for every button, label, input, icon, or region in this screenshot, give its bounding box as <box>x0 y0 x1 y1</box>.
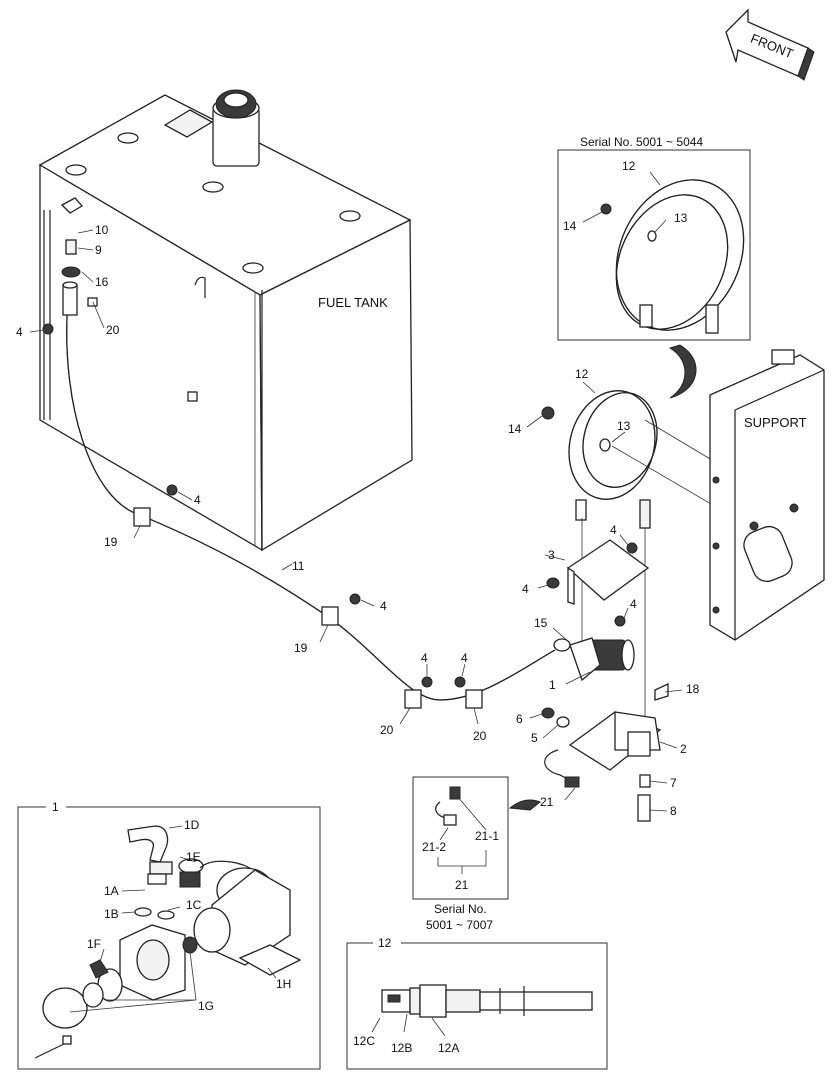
label-12B: 12B <box>391 1041 412 1055</box>
label-13b: 13 <box>617 419 631 433</box>
serial-top-inset: Serial No. 5001 ~ 5044 12 13 14 <box>557 135 751 399</box>
label-12A: 12A <box>438 1041 459 1055</box>
label-1C: 1C <box>186 898 202 912</box>
label-7: 7 <box>670 776 677 790</box>
label-20c: 20 <box>473 729 487 743</box>
label-13a: 13 <box>674 211 688 225</box>
label-1D: 1D <box>184 818 200 832</box>
pump-assembly: 3 4 4 4 15 1 18 6 5 2 7 8 21 <box>516 518 700 822</box>
label-4h: 4 <box>630 597 637 611</box>
box-12-hose-detail: 12 12C 12B 12A <box>346 935 608 1070</box>
label-19b: 19 <box>294 641 308 655</box>
serial-bottom-inset: 21-2 21-1 21 Serial No. 5001 ~ 7007 <box>412 776 541 932</box>
label-16: 16 <box>95 275 109 289</box>
label-15: 15 <box>534 616 548 630</box>
label-14b: 14 <box>508 422 522 436</box>
label-4c: 4 <box>380 599 387 613</box>
label-12a: 12 <box>622 159 636 173</box>
serial-top-label: Serial No. 5001 ~ 5044 <box>580 135 703 149</box>
label-21-2: 21-2 <box>422 840 446 854</box>
label-21b: 21 <box>455 878 469 892</box>
label-19a: 19 <box>104 535 118 549</box>
label-1: 1 <box>549 678 556 692</box>
label-11: 11 <box>292 559 305 573</box>
label-2: 2 <box>680 742 687 756</box>
label-1F: 1F <box>87 937 101 951</box>
label-5: 5 <box>531 731 538 745</box>
label-1B: 1B <box>104 907 119 921</box>
serial-bottom-line1: Serial No. <box>434 902 487 916</box>
label-12b: 12 <box>575 367 589 381</box>
label-4d: 4 <box>421 651 428 665</box>
label-6: 6 <box>516 712 523 726</box>
label-12C: 12C <box>353 1034 375 1048</box>
hose-11 <box>42 197 556 709</box>
tank-label: FUEL TANK <box>318 295 388 310</box>
label-1E: 1E <box>186 850 201 864</box>
leader-lines-left <box>29 229 479 725</box>
label-4a: 4 <box>16 325 23 339</box>
front-arrow: FRONT <box>725 8 815 81</box>
label-20b: 20 <box>380 723 394 737</box>
support-label: SUPPORT <box>744 415 807 430</box>
label-4e: 4 <box>461 651 468 665</box>
label-20a: 20 <box>106 323 120 337</box>
label-21-1: 21-1 <box>475 829 499 843</box>
support-panel: SUPPORT <box>709 349 825 641</box>
label-4f: 4 <box>610 523 617 537</box>
box-12-title: 12 <box>378 936 392 950</box>
label-1A: 1A <box>104 884 119 898</box>
label-1H: 1H <box>276 977 291 991</box>
label-8: 8 <box>670 804 677 818</box>
box-1-pump-detail: 1 1D 1E 1A 1B 1C 1F <box>17 799 321 1070</box>
fuel-tank: FUEL TANK <box>38 89 413 552</box>
label-18: 18 <box>686 682 700 696</box>
label-9: 9 <box>95 243 102 257</box>
label-1G: 1G <box>198 999 214 1013</box>
label-21: 21 <box>540 795 554 809</box>
label-3: 3 <box>548 548 555 562</box>
label-4g: 4 <box>522 582 529 596</box>
label-14a: 14 <box>563 219 577 233</box>
box-1-title: 1 <box>52 800 59 814</box>
label-10: 10 <box>95 223 109 237</box>
serial-bottom-line2: 5001 ~ 7007 <box>426 918 493 932</box>
label-4b: 4 <box>194 493 201 507</box>
